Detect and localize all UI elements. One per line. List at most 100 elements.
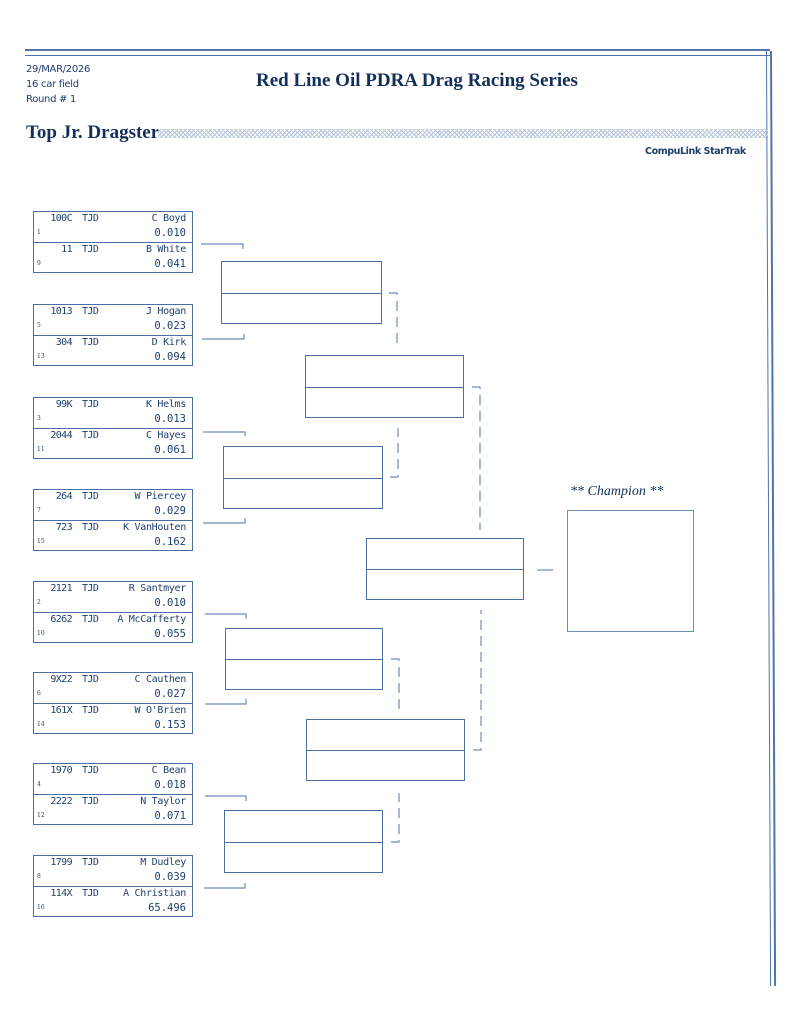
- connector: [205, 795, 247, 801]
- seed-number: 15: [37, 538, 45, 545]
- reaction-time: 0.041: [154, 258, 186, 270]
- seed-number: 14: [37, 721, 45, 728]
- round2-lane-bottom: [226, 659, 382, 689]
- series-title: Red Line Oil PDRA Drag Racing Series: [256, 70, 578, 91]
- seed-number: 5: [37, 322, 41, 329]
- seed-number: 13: [37, 353, 45, 360]
- event-meta: 29/MAR/2026 16 car field Round # 1: [26, 62, 90, 107]
- seed-number: 7: [37, 507, 41, 514]
- class-code: TJD: [82, 430, 99, 441]
- driver-name: J Hogan: [145, 306, 186, 317]
- seed-number: 4: [37, 781, 41, 788]
- final-box: [366, 538, 524, 600]
- class-code: TJD: [82, 888, 99, 899]
- connector: [205, 613, 247, 619]
- class-code: TJD: [82, 491, 99, 502]
- champion-label: ** Champion **: [570, 484, 664, 499]
- car-number: 9X22: [50, 674, 72, 685]
- driver-name: R Santmyer: [128, 583, 187, 594]
- driver-name: K Helms: [145, 399, 186, 410]
- connector: [203, 518, 246, 524]
- class-code: TJD: [82, 399, 99, 410]
- connector: [202, 334, 245, 340]
- car-number: 114X: [50, 888, 72, 899]
- event-date: 29/MAR/2026: [26, 64, 91, 75]
- car-number: 2044: [50, 430, 72, 441]
- semifinal-lane-bottom: [306, 386, 463, 418]
- class-code: TJD: [82, 583, 99, 594]
- class-code: TJD: [82, 213, 99, 224]
- driver-name: B White: [145, 244, 186, 255]
- car-number: 100C: [50, 213, 72, 224]
- connector: [203, 431, 246, 436]
- driver-name: W Piercey: [134, 491, 187, 502]
- connector: [201, 243, 244, 249]
- reaction-time: 0.055: [154, 628, 186, 640]
- reaction-time: 65.496: [148, 902, 186, 914]
- reaction-time: 0.094: [154, 351, 186, 363]
- round-number: Round # 1: [26, 94, 77, 105]
- page-top-border: [25, 49, 770, 56]
- car-number: 264: [55, 491, 73, 502]
- racer-entry: 264 TJD W Piercey 7 0.029: [34, 490, 192, 520]
- class-code: TJD: [82, 765, 99, 776]
- class-code: TJD: [82, 306, 99, 317]
- round2-lane-bottom: [224, 477, 382, 509]
- reaction-time: 0.162: [154, 536, 186, 548]
- seed-number: 2: [37, 599, 41, 606]
- car-number: 6262: [50, 614, 72, 625]
- car-number: 11: [61, 244, 72, 255]
- reaction-time: 0.029: [154, 505, 186, 517]
- final-lane-bottom: [367, 569, 523, 599]
- driver-name: C Bean: [151, 765, 187, 776]
- reaction-time: 0.018: [154, 779, 186, 791]
- connector: [389, 292, 398, 345]
- seed-number: 3: [37, 415, 41, 422]
- driver-name: C Boyd: [151, 213, 187, 224]
- connector: [391, 793, 400, 843]
- champion-box: [567, 510, 694, 632]
- connector: [473, 610, 482, 751]
- connector: [472, 386, 481, 530]
- semifinal-lane-bottom: [307, 750, 464, 780]
- reaction-time: 0.039: [154, 871, 186, 883]
- driver-name: W O'Brien: [134, 705, 187, 716]
- connector: [205, 699, 247, 705]
- seed-number: 9: [37, 260, 41, 267]
- class-code: TJD: [82, 614, 99, 625]
- driver-name: A McCafferty: [117, 614, 186, 625]
- seed-number: 1: [37, 229, 41, 236]
- car-number: 2121: [50, 583, 72, 594]
- round2-box: [225, 628, 383, 690]
- reaction-time: 0.013: [154, 413, 186, 425]
- class-code: TJD: [82, 857, 99, 868]
- driver-name: D Kirk: [151, 337, 187, 348]
- connector: [204, 883, 246, 889]
- connector: [390, 428, 399, 478]
- round2-box: [224, 810, 383, 873]
- round2-lane-bottom: [225, 841, 382, 873]
- car-number: 304: [55, 337, 73, 348]
- driver-name: A Christian: [123, 888, 186, 899]
- driver-name: C Cauthen: [134, 674, 187, 685]
- class-title: Top Jr. Dragster: [26, 122, 160, 143]
- round2-box: [221, 261, 382, 324]
